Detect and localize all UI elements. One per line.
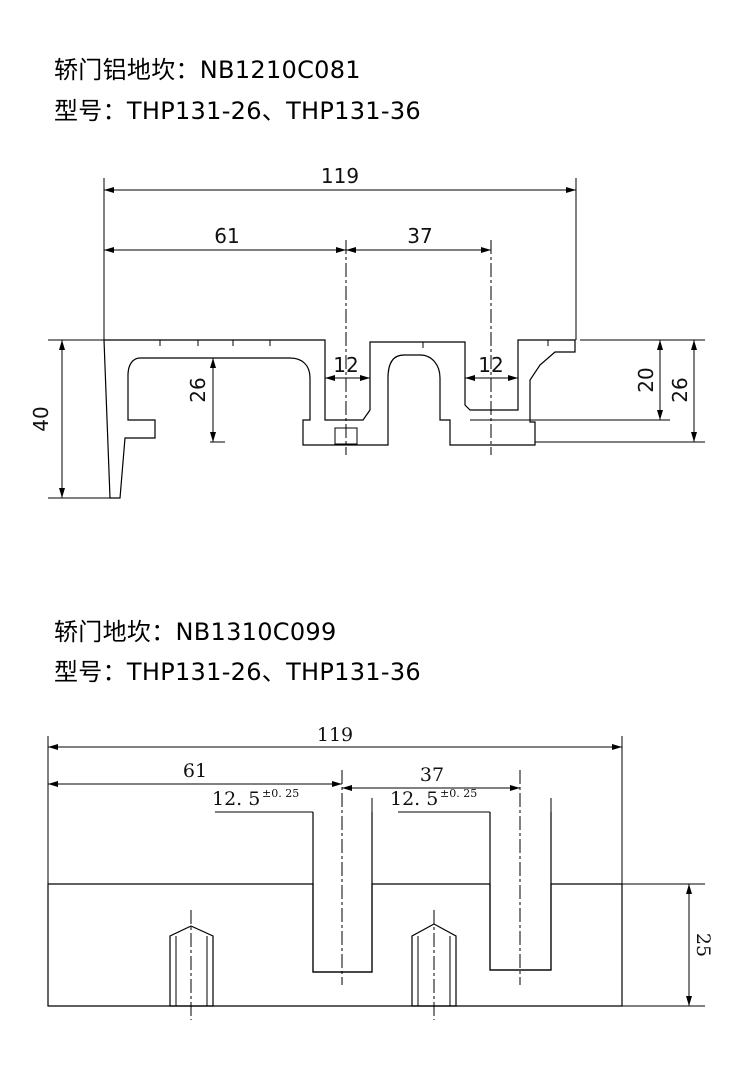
- dim-right-span: 37: [407, 224, 432, 248]
- dim2-height: 25: [692, 933, 714, 957]
- dim2-overall-width: 119: [317, 724, 353, 746]
- dim-inner-height: 26: [186, 377, 210, 402]
- dim-slot2-width: 12: [478, 353, 503, 377]
- dim-slot1-width: 12: [333, 353, 358, 377]
- dim-right-height-b: 26: [668, 377, 692, 402]
- dim-right-height-a: 20: [634, 367, 658, 392]
- dim-left-span: 61: [214, 224, 239, 248]
- dim2-slot1-width: 12. 5: [212, 788, 260, 810]
- section1-title: 轿门铝地坎：NB1210C081: [54, 56, 361, 84]
- dim2-slot1-tol: ±0. 25: [262, 787, 299, 800]
- section2-model: 型号：THP131-26、THP131-36: [54, 658, 421, 686]
- section2-title: 轿门地坎：NB1310C099: [54, 618, 337, 646]
- dim2-slot2-tol: ±0. 25: [440, 787, 477, 800]
- dim-overall-width: 119: [321, 164, 359, 188]
- dim-total-height: 40: [29, 406, 53, 431]
- dim2-slot2-width: 12. 5: [390, 788, 438, 810]
- section2-drawing: 119 61 37 12. 5 ±0. 25 12. 5 ±0. 25 25: [47, 724, 714, 1020]
- dim2-right-span: 37: [420, 764, 444, 786]
- section1-model: 型号：THP131-26、THP131-36: [54, 97, 421, 125]
- dim2-left-span: 61: [183, 760, 207, 782]
- block-body: [47, 812, 623, 1007]
- section1-drawing: 119 61 37 12 12 40 26 20 26: [29, 164, 705, 499]
